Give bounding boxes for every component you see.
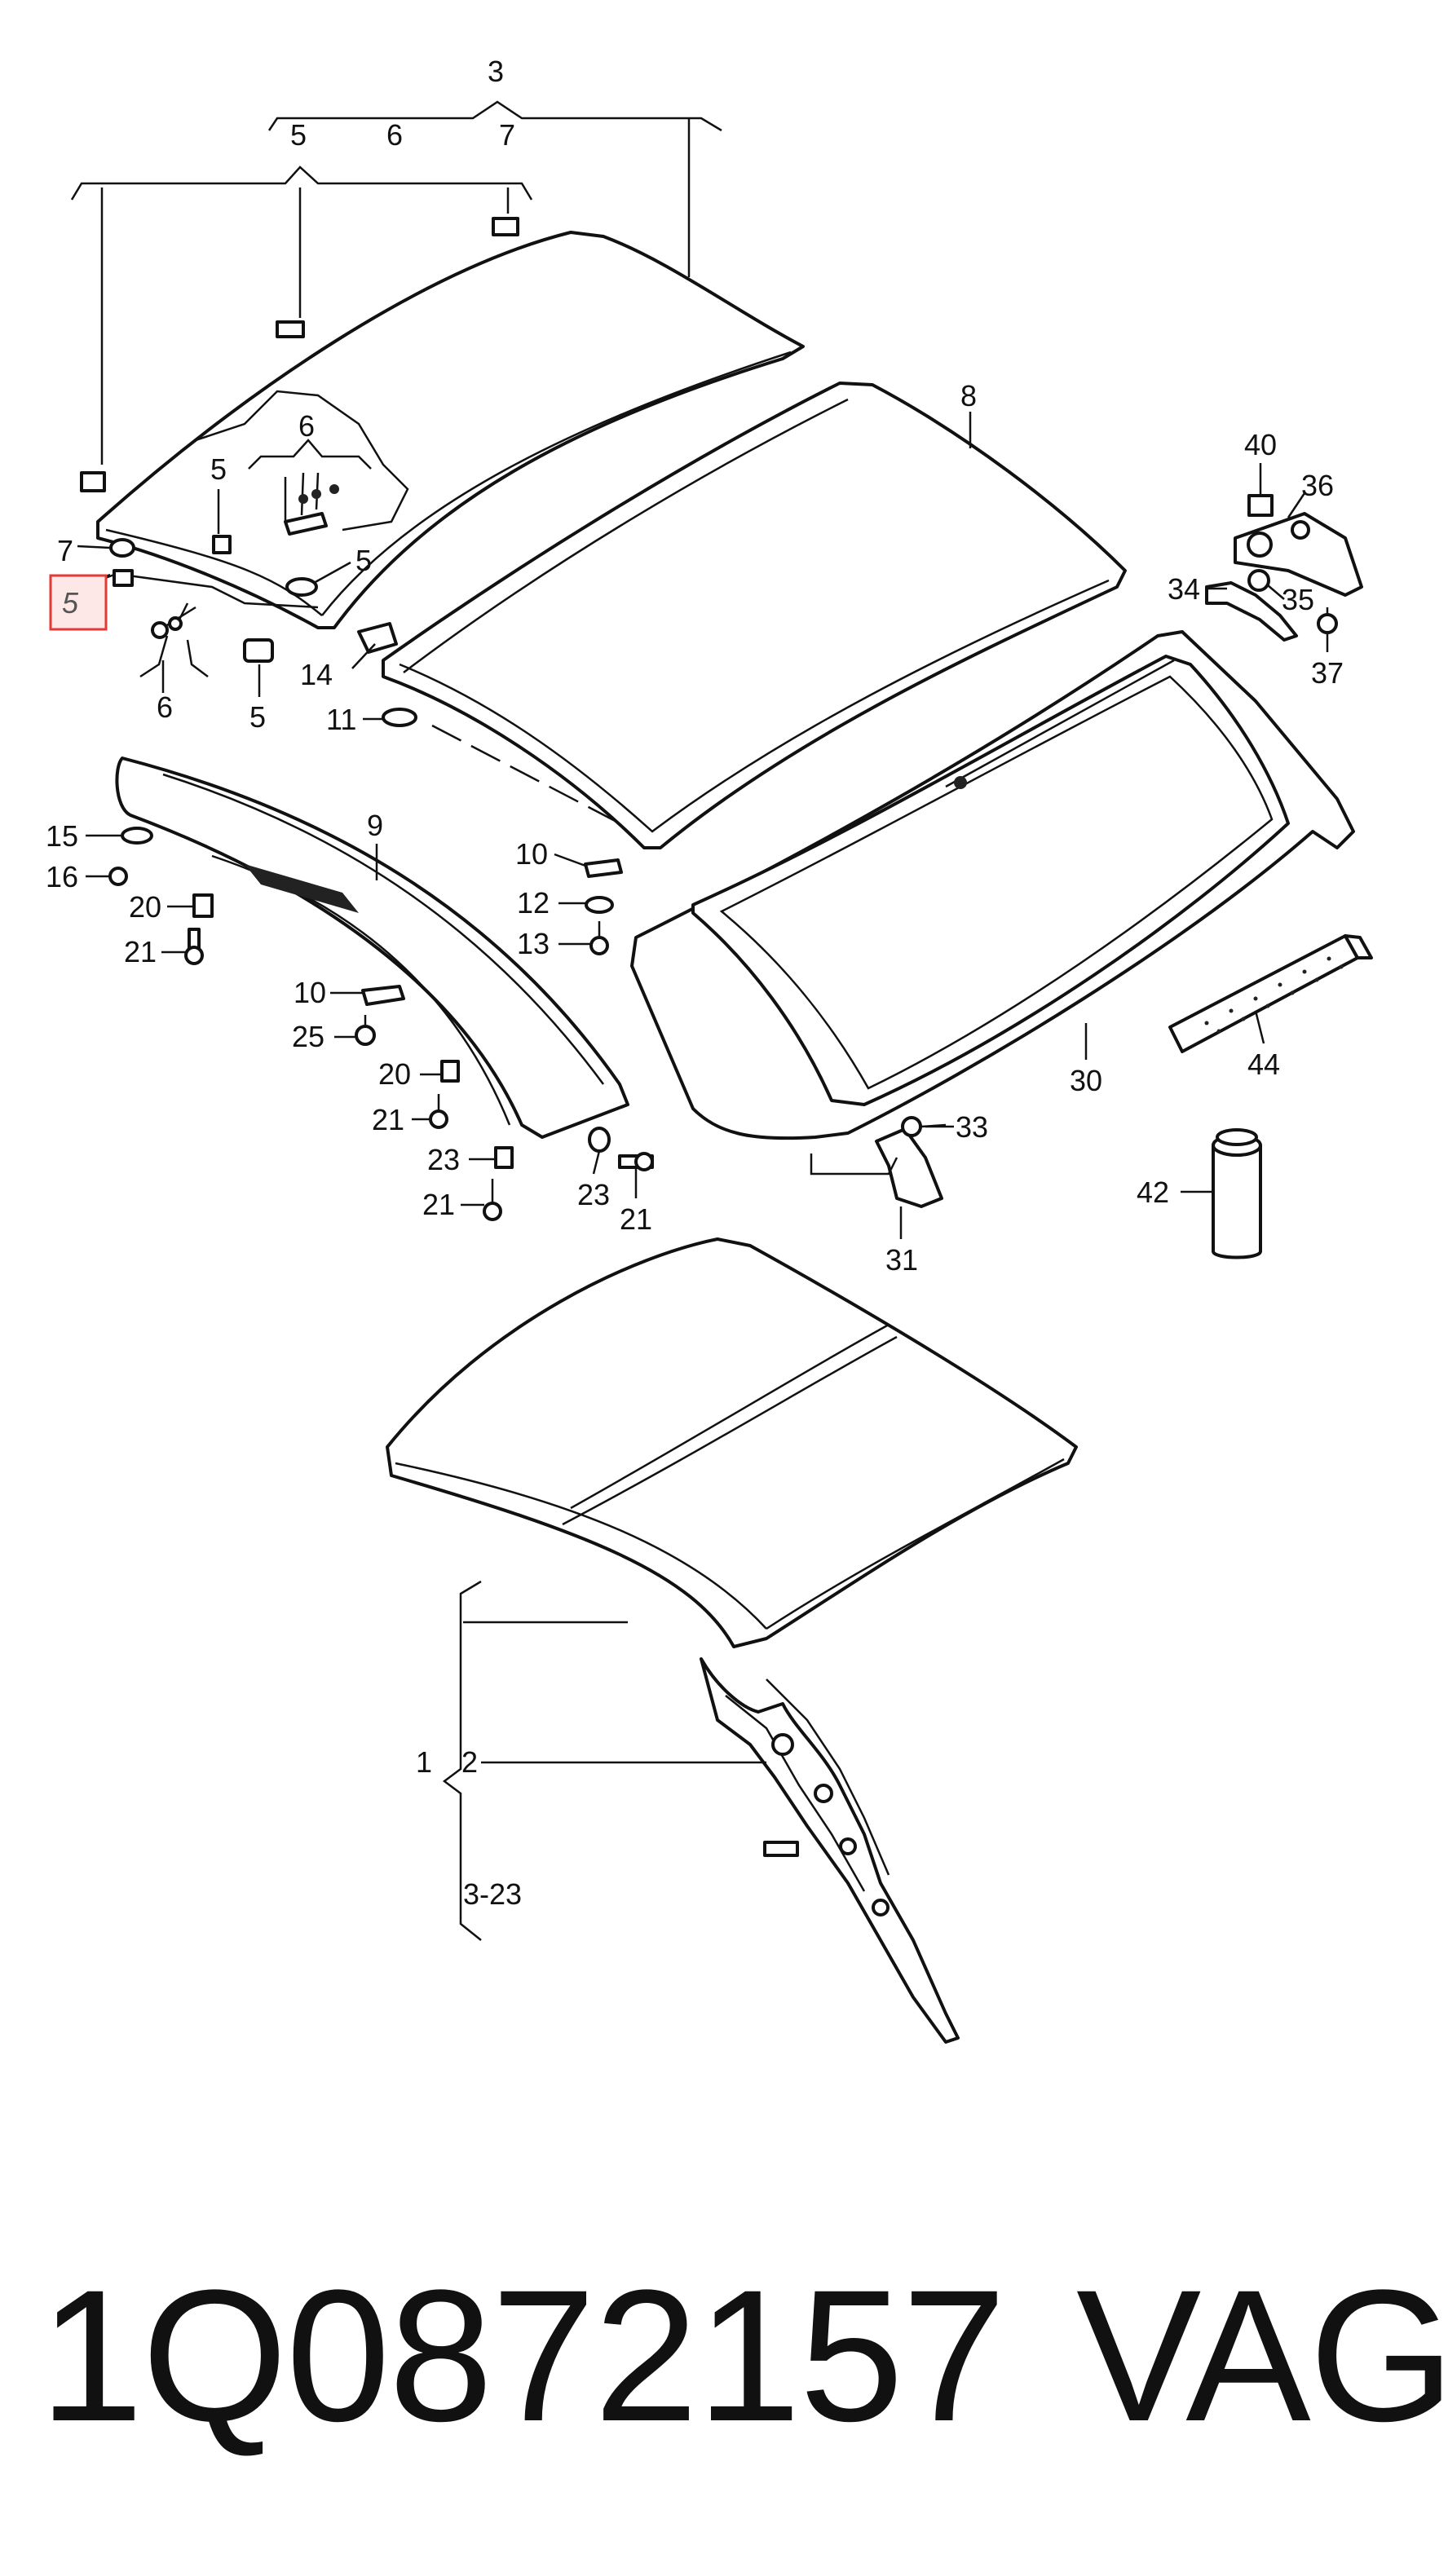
callout-20-top: 20 (129, 890, 161, 924)
hinge-mechanism-2 (700, 1657, 960, 2044)
callout-6-top: 6 (386, 118, 403, 152)
callout-36: 36 (1301, 469, 1334, 502)
callout-5-inner-right: 5 (355, 544, 372, 577)
callout-37: 37 (1311, 656, 1344, 690)
callout-2: 2 (461, 1745, 478, 1779)
can-42 (1212, 1128, 1262, 1259)
part-number: 1Q0872157 (39, 2251, 1006, 2460)
nut-40 (1247, 494, 1274, 517)
callout-3: 3 (488, 55, 504, 88)
plug-5-highlight (113, 569, 134, 587)
bolt-37 (1317, 613, 1338, 634)
callout-5-top: 5 (290, 118, 307, 152)
callout-12: 12 (517, 886, 550, 920)
callout-23-right: 23 (577, 1178, 610, 1211)
callout-44: 44 (1247, 1048, 1280, 1081)
callout-10-left: 10 (294, 976, 326, 1009)
washer-11 (382, 708, 417, 727)
callout-34: 34 (1168, 572, 1200, 606)
callout-7-top: 7 (499, 118, 515, 152)
callout-5-highlighted: 5 (62, 586, 79, 620)
callout-labels: 3 5 6 7 6 5 5 7 5 6 5 14 11 8 9 15 16 20… (46, 55, 1344, 1911)
spacer-20-top (192, 893, 214, 918)
front-roof-section (96, 231, 805, 629)
washer-12 (585, 896, 614, 914)
spacer-23-right (588, 1127, 611, 1153)
bolt-21-mid (429, 1109, 448, 1129)
callout-16: 16 (46, 860, 78, 893)
callout-1: 1 (416, 1745, 432, 1779)
callout-11: 11 (326, 703, 356, 736)
front-header-rail (115, 756, 629, 1139)
clip-10-left (361, 985, 405, 1006)
bolt-21-low (483, 1202, 502, 1221)
leader-lines (70, 100, 1329, 1941)
clip-front-right (492, 217, 519, 236)
clip-15 (121, 827, 153, 845)
callout-15: 15 (46, 819, 78, 853)
callout-5-inner-left: 5 (210, 452, 227, 486)
callout-8: 8 (960, 379, 977, 412)
clip-front-left (80, 471, 106, 492)
fasteners-left (108, 827, 654, 1221)
callout-42: 42 (1137, 1176, 1169, 1209)
callout-23-left: 23 (427, 1143, 460, 1176)
roof-clips (80, 217, 519, 727)
callout-6-lower: 6 (157, 690, 173, 724)
callout-21-right: 21 (620, 1202, 652, 1236)
bolt-25 (355, 1025, 376, 1046)
callout-20-mid: 20 (378, 1057, 411, 1091)
clip-front-middle (276, 320, 305, 338)
callout-25: 25 (292, 1020, 324, 1053)
callout-33: 33 (956, 1110, 988, 1144)
rear-window-frame (630, 630, 1355, 1140)
callout-9: 9 (367, 809, 383, 842)
bolt-13 (589, 936, 609, 955)
plug-5-lower (285, 577, 318, 597)
callout-21-top: 21 (124, 935, 157, 968)
latch-31 (875, 1116, 947, 1208)
highlight-box (49, 574, 108, 631)
callout-35: 35 (1282, 583, 1314, 616)
callout-13: 13 (517, 927, 550, 960)
clip-10-mid (584, 858, 623, 878)
grommet-7 (109, 538, 135, 558)
callout-21-low: 21 (422, 1188, 455, 1221)
foam-seal-44 (1168, 934, 1373, 1053)
cover-5 (243, 638, 274, 663)
assembled-roof (386, 1237, 1078, 2044)
callout-7-left: 7 (57, 534, 73, 567)
spacer-20-mid (440, 1060, 460, 1083)
spacer-23-left (494, 1146, 514, 1169)
brand-name: VAG (1076, 2251, 1448, 2460)
callout-5-lower: 5 (249, 700, 266, 734)
footer: 1Q0872157 VAG (33, 2250, 1448, 2462)
strap-34 (1205, 581, 1298, 642)
callout-21-mid: 21 (372, 1103, 404, 1136)
plug-5 (212, 535, 232, 554)
bracket-14 (357, 622, 398, 654)
callout-6-inner: 6 (298, 409, 315, 443)
hinge-bracket-36 (1205, 494, 1363, 642)
bolt-35 (1247, 569, 1270, 592)
bolt-33 (901, 1116, 922, 1137)
bolt-16 (108, 867, 128, 886)
callout-40: 40 (1244, 428, 1277, 461)
callout-14: 14 (300, 658, 333, 691)
callout-3-23: 3-23 (463, 1877, 522, 1911)
callout-30: 30 (1070, 1064, 1102, 1097)
middle-roof-panel (382, 382, 1127, 849)
callout-31: 31 (885, 1243, 918, 1277)
callout-10-mid: 10 (515, 837, 548, 871)
